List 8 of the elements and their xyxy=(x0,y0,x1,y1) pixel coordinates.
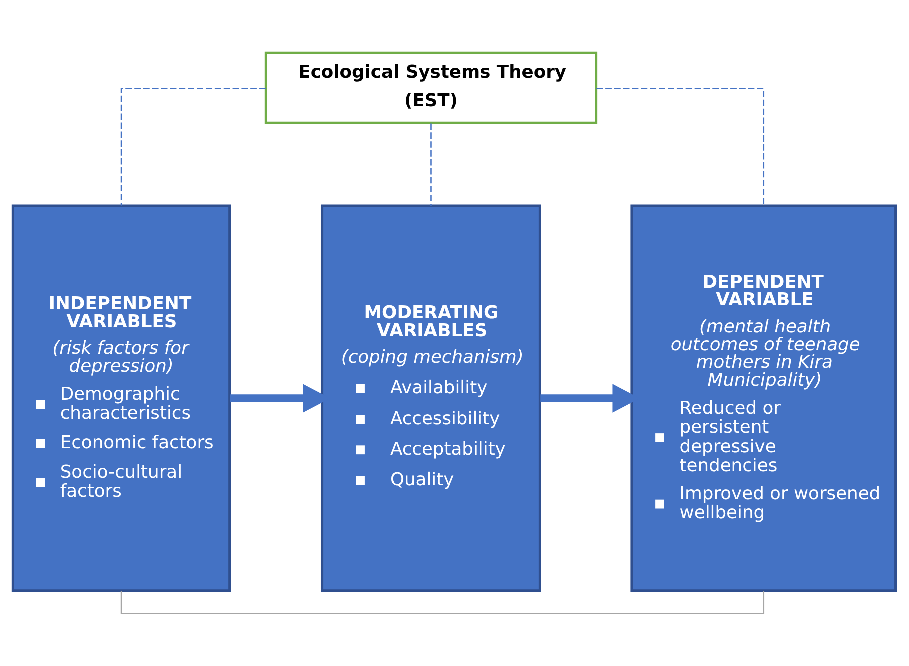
node-box: Ecological Systems Theory (EST) xyxy=(264,51,598,124)
connector xyxy=(120,590,765,614)
node-box: DEPENDENT VARIABLE (mental health outcomes of teenage mothers in Kira Municipality) Reduced or persistent depressive tendencies Improved or worsened wellbeing xyxy=(630,204,898,592)
connector xyxy=(120,88,266,206)
connector xyxy=(596,88,765,206)
node-box: MODERATING VARIABLES (coping mechanism) Availability Accessibility Acceptability Quality xyxy=(321,204,542,592)
node-box: INDEPENDENT VARIABLES (risk factors for depression) Demographic characteristics Economic factors Socio-cultural factors xyxy=(12,204,232,592)
connector xyxy=(430,123,432,206)
